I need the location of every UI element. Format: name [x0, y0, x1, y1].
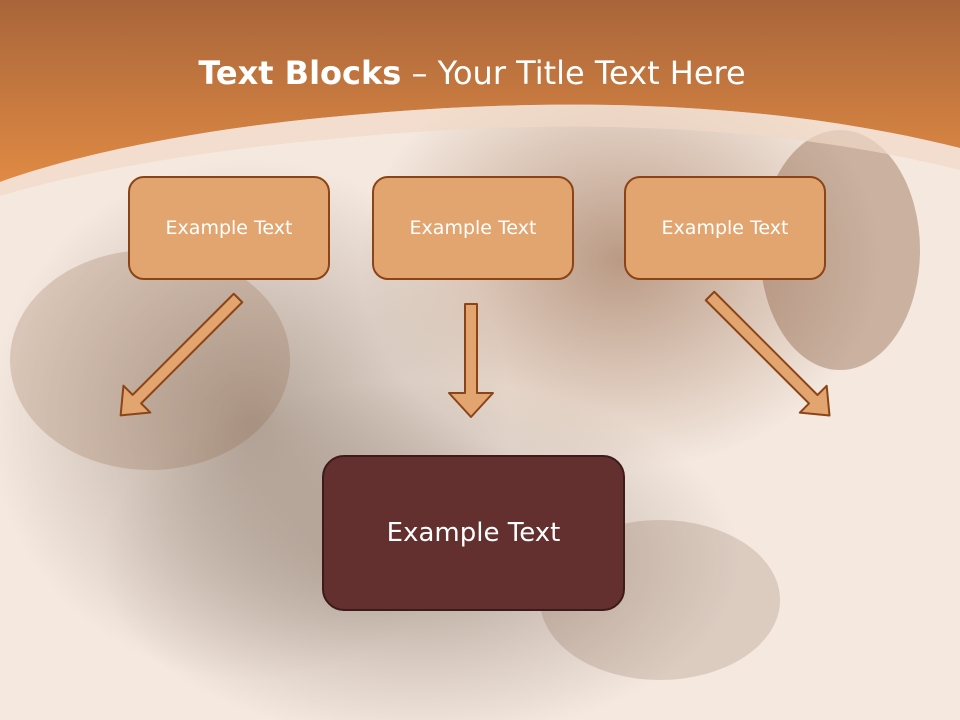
- center-text-block-label: Example Text: [386, 518, 561, 548]
- title-bold: Text Blocks: [198, 54, 402, 92]
- text-block-left-label: Example Text: [165, 217, 293, 239]
- text-block-middle-label: Example Text: [409, 217, 537, 239]
- center-text-block[interactable]: Example Text: [322, 455, 625, 611]
- title-rest: – Your Title Text Here: [401, 54, 746, 92]
- text-block-right[interactable]: Example Text: [624, 176, 826, 280]
- text-block-middle[interactable]: Example Text: [372, 176, 574, 280]
- arrow-right-diagonal-icon: [704, 290, 831, 417]
- text-block-right-label: Example Text: [661, 217, 789, 239]
- text-block-left[interactable]: Example Text: [128, 176, 330, 280]
- arrow-down-icon: [448, 303, 494, 418]
- arrow-left-diagonal-icon: [119, 292, 244, 417]
- slide-title: Text Blocks – Your Title Text Here: [0, 54, 944, 92]
